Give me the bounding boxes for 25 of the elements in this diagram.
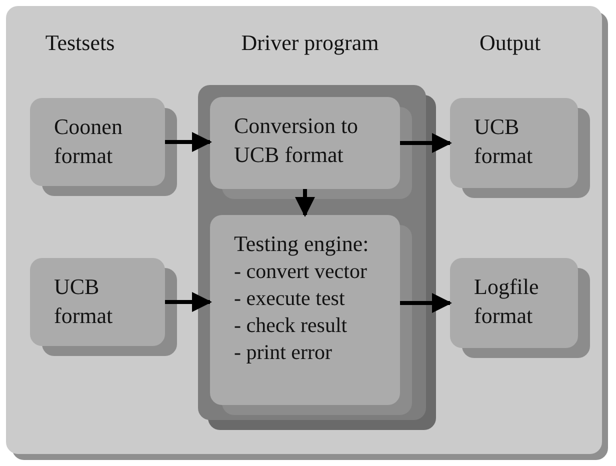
list-item: - convert vector [234,258,368,285]
container-box [198,85,426,420]
list-item: - check result [234,312,348,339]
process-box [450,98,578,188]
box-text: Conversion to UCB format [234,112,360,169]
process-box [30,258,165,346]
process-box [210,97,400,189]
arrow [400,293,452,313]
process-box [30,98,165,186]
box-text: UCB format [54,273,114,330]
list-item: - execute test [234,285,346,312]
column-heading: Driver program [240,30,380,56]
arrow [295,189,315,217]
box-text: UCB format [474,113,534,170]
arrow [165,292,212,312]
column-heading: Output [478,30,542,56]
list-item: - print error [234,339,333,366]
column-heading: Testsets [44,30,116,56]
box-text: Testing engine: [234,230,370,258]
box-text: Coonen format [54,113,124,170]
process-box [450,258,578,348]
arrow [400,133,452,153]
box-text: Logfile format [474,273,540,330]
process-box [210,215,400,405]
arrow [165,132,212,152]
